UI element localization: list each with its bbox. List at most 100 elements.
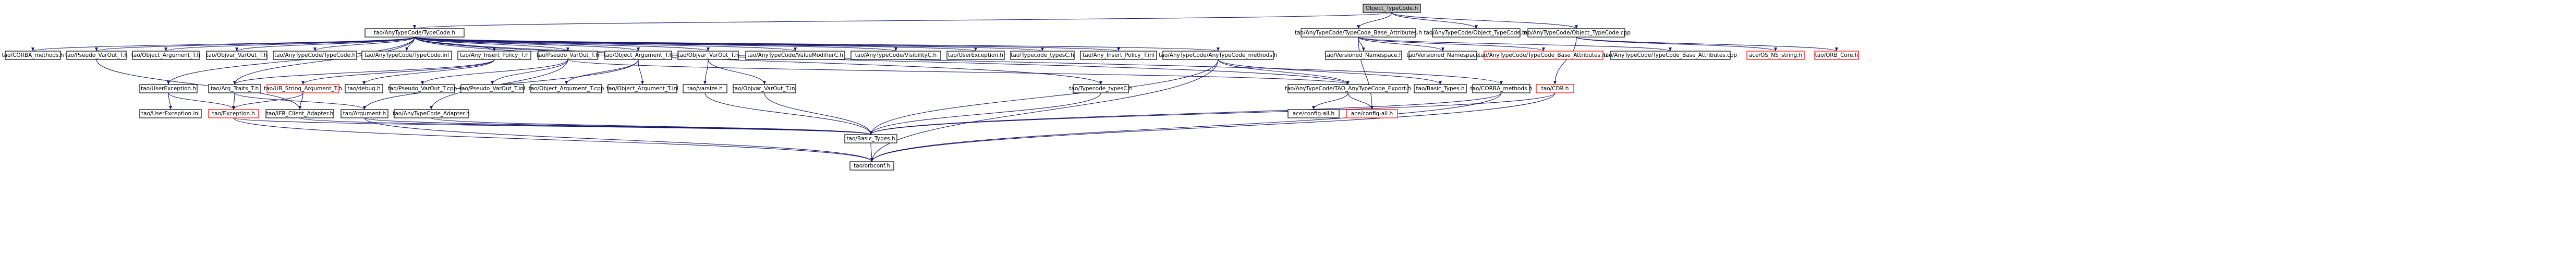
node-objvar-out-t-inl[interactable]: tao/Objvar_VarOut_T.inl: [733, 84, 797, 93]
node-label: tao/CDR.h: [1541, 86, 1569, 92]
node-box: [139, 84, 198, 93]
node-label: tao/UB_String_Argument_T.h: [264, 86, 342, 92]
edge-objvar_out_t_h-to-varsize: [703, 59, 709, 85]
edge-anytypecode-to-pseudo_varout_t_h_top: [95, 37, 415, 52]
node-any-insert-policy-t-inl[interactable]: tao/Any_Insert_Policy_T.inl: [1080, 51, 1157, 60]
node-label: tao/Arg_Traits_T.h: [211, 86, 259, 92]
node-pseudo-varout-t-cpp[interactable]: tao/Pseudo_VarOut_T.cpp: [388, 84, 457, 93]
node-orbconf[interactable]: tao/orbconf.h: [849, 161, 894, 171]
node-debug-h[interactable]: tao/debug.h: [345, 84, 383, 93]
edge-root-to-object_typecode_inl: [1391, 12, 1478, 29]
node-box: [1536, 84, 1574, 93]
node-label: tao/Any_Insert_Policy_T.inl: [1083, 52, 1155, 58]
node-label: tao/Versioned_Namespace.h: [1325, 52, 1402, 58]
edge-anytypecode-to-objvar_out_t_h: [414, 37, 710, 52]
edge-anytypecode_methods-to-basic_types_top: [1218, 59, 1442, 85]
node-typecode-typesc[interactable]: tao/Typecode_typesC.h: [1069, 84, 1133, 93]
edge-any_insert_policy_t_h-to-debug_h: [362, 59, 495, 85]
edge-base_attributes-to-ace_config_all_missing: [1358, 37, 1374, 110]
node-box: [132, 51, 200, 60]
node-box: [139, 109, 202, 118]
node-anytypecode-tao-export[interactable]: tao/AnyTypeCode/TAO_AnyTypeCode_Export.h: [1285, 84, 1411, 93]
node-arg-traits-t[interactable]: tao/Arg_Traits_T.h: [208, 84, 261, 93]
node-varsize[interactable]: tao/varsize.h: [683, 84, 727, 93]
node-label: tao/AnyTypeCode/Object_TypeCode.inl: [1424, 30, 1528, 36]
node-pseudo-varout-t-h[interactable]: tao/Pseudo_VarOut_T.h: [537, 51, 599, 60]
edge-any_insert_policy_t_h-to-arg_traits_t: [233, 59, 495, 85]
node-anytypecode-typecode-inl[interactable]: tao/AnyTypeCode/TypeCode.inl: [361, 51, 452, 60]
node-base-attributes-cpp[interactable]: tao/AnyTypeCode/TypeCode_Base_Attributes…: [1603, 51, 1737, 60]
node-ace-config-all-missing[interactable]: ace/config-all.h: [1346, 109, 1398, 118]
node-box: [733, 84, 796, 93]
edge-userexception_h-to-exception_h: [168, 92, 236, 110]
edge-object_argument_t_h-to-object_argument_t_inl: [638, 59, 645, 85]
node-box: [1746, 51, 1805, 60]
node-anytypecode-typecode-h[interactable]: tao/AnyTypeCode/TypeCode.h: [273, 51, 357, 60]
node-anytypecode-adapter[interactable]: tao/AnyTypeCode_Adapter.h: [393, 109, 470, 118]
node-label: tao/debug.h: [347, 86, 381, 92]
node-label: tao/Typecode_typesC.h: [1011, 52, 1074, 58]
node-pseudo-varout-t-inl[interactable]: tao/Pseudo_VarOut_T.inl: [459, 84, 525, 93]
node-typecode-typesc-h[interactable]: tao/Typecode_typesC.h: [1010, 51, 1075, 60]
node-visibility[interactable]: tao/AnyTypeCode/VisibilityC.h: [850, 51, 941, 60]
node-object-typecode-cpp[interactable]: tao/AnyTypeCode/Object_TypeCode.cpp: [1522, 28, 1631, 38]
edge-anytypecode-to-corba_methods: [414, 37, 1503, 85]
node-root[interactable]: Object_TypeCode.h: [1363, 4, 1421, 13]
node-anytypecode-methods[interactable]: tao/AnyTypeCode/AnyTypeCode_methods.h: [1159, 51, 1278, 60]
node-label: tao/UserException.inl: [141, 111, 200, 117]
edge-pseudo_varout_t_h-to-anytypecode_tao_export: [567, 59, 1350, 85]
node-pseudo-varout-t-h-top[interactable]: tao/Pseudo_VarOut_T.h: [65, 51, 128, 60]
node-corba-methods[interactable]: tao/CORBA_methods.h: [1470, 84, 1533, 93]
node-base-attributes[interactable]: tao/AnyTypeCode/TypeCode_Base_Attributes…: [1295, 28, 1422, 38]
node-objvar-out-t-h[interactable]: tao/Objvar_VarOut_T.h: [677, 51, 739, 60]
node-ifr-client-adapter[interactable]: tao/IFR_Client_Adapter.h: [265, 109, 334, 118]
edge-anytypecode-to-object_argument_t_h_top: [164, 37, 415, 52]
node-label: tao/Exception.h: [212, 111, 255, 117]
node-versioned-ns-h[interactable]: tao/Versioned_Namespace.h: [1325, 51, 1403, 60]
node-basic-types[interactable]: tao/Basic_Types.h: [844, 134, 897, 143]
node-objvar-out-t-top[interactable]: tao/Objvar_VarOut_T.h: [206, 51, 268, 60]
edge-root-to-base_attributes: [1356, 12, 1392, 29]
node-box: [1408, 51, 1477, 60]
node-object-typecode-inl[interactable]: tao/AnyTypeCode/Object_TypeCode.inl: [1424, 28, 1529, 38]
edge-anytypecode_methods-to-anytypecode_tao_export: [1218, 59, 1350, 85]
node-object-argument-t-inl[interactable]: tao/Object_Argument_T.inl: [606, 84, 678, 93]
node-cdr-h[interactable]: tao/CDR.h: [1536, 84, 1574, 93]
node-orb-core[interactable]: tao/ORB_Core.h: [1814, 51, 1859, 60]
edge-cdr_h-to-basic_types: [869, 92, 1556, 135]
node-valuemodifier[interactable]: tao/AnyTypeCode/ValueModifierC.h: [745, 51, 845, 60]
node-label: tao/AnyTypeCode/Object_TypeCode.cpp: [1522, 30, 1631, 36]
node-label: tao/Objvar_VarOut_T.inl: [733, 86, 797, 92]
node-corba-methods-h[interactable]: tao/CORBA_methods.h: [2, 51, 64, 60]
node-exception-h[interactable]: tao/Exception.h: [208, 109, 259, 118]
edge-pseudo_varout_t_h-to-pseudo_varout_t_inl: [490, 59, 568, 85]
edge-anytypecode_tao_export-to-ace_config_all: [1311, 92, 1348, 110]
node-versioned-ns[interactable]: tao/Versioned_Namespace: [1406, 51, 1479, 60]
node-any-insert-policy-t-h[interactable]: tao/Any_Insert_Policy_T.h: [457, 51, 531, 60]
node-argument-h[interactable]: tao/Argument.h: [341, 109, 388, 118]
node-object-argument-t-h[interactable]: tao/Object_Argument_T.h: [604, 51, 673, 60]
node-userexception-h-top[interactable]: tao/UserException.h: [946, 51, 1005, 60]
node-label: tao/Any_Insert_Policy_T.h: [460, 52, 529, 58]
edge-object_typecode_cpp-to-orb_core: [1576, 37, 1838, 52]
node-os-ns-string[interactable]: ace/OS_NS_string.h: [1746, 51, 1805, 60]
node-label: tao/IFR_Client_Adapter.h: [266, 111, 334, 117]
node-ace-config-all[interactable]: ace/config-all.h: [1287, 109, 1340, 118]
node-anytypecode[interactable]: tao/AnyTypeCode/TypeCode.h: [364, 28, 465, 38]
node-label: tao/Versioned_Namespace: [1406, 52, 1479, 58]
node-label: tao/orbconf.h: [854, 163, 890, 169]
node-label: tao/AnyTypeCode/TypeCode.h: [374, 30, 455, 36]
edge-anytypecode-to-typecode_typesc_h: [414, 37, 1044, 52]
node-utl-string-argument[interactable]: tao/UB_String_Argument_T.h: [264, 84, 342, 93]
node-userexception-inl[interactable]: tao/UserException.inl: [139, 109, 202, 118]
node-object-argument-t-h-top[interactable]: tao/Object_Argument_T.h: [131, 51, 200, 60]
node-box: [1414, 84, 1467, 93]
node-box: [1080, 51, 1157, 60]
edge-anytypecode-to-anytypecode_methods: [414, 37, 1220, 52]
node-userexception-h[interactable]: tao/UserException.h: [139, 84, 198, 93]
node-basic-types-top[interactable]: tao/Basic_Types.h: [1414, 84, 1467, 93]
node-base-attributes-inl[interactable]: tao/AnyTypeCode/TypeCode_Base_Attributes…: [1478, 51, 1609, 60]
edge-anytypecode_methods-to-basic_types: [869, 59, 1219, 135]
edge-anytypecode_adapter-to-basic_types: [431, 117, 872, 135]
node-object-argument-t-cpp[interactable]: tao/Object_Argument_T.cpp: [529, 84, 604, 93]
